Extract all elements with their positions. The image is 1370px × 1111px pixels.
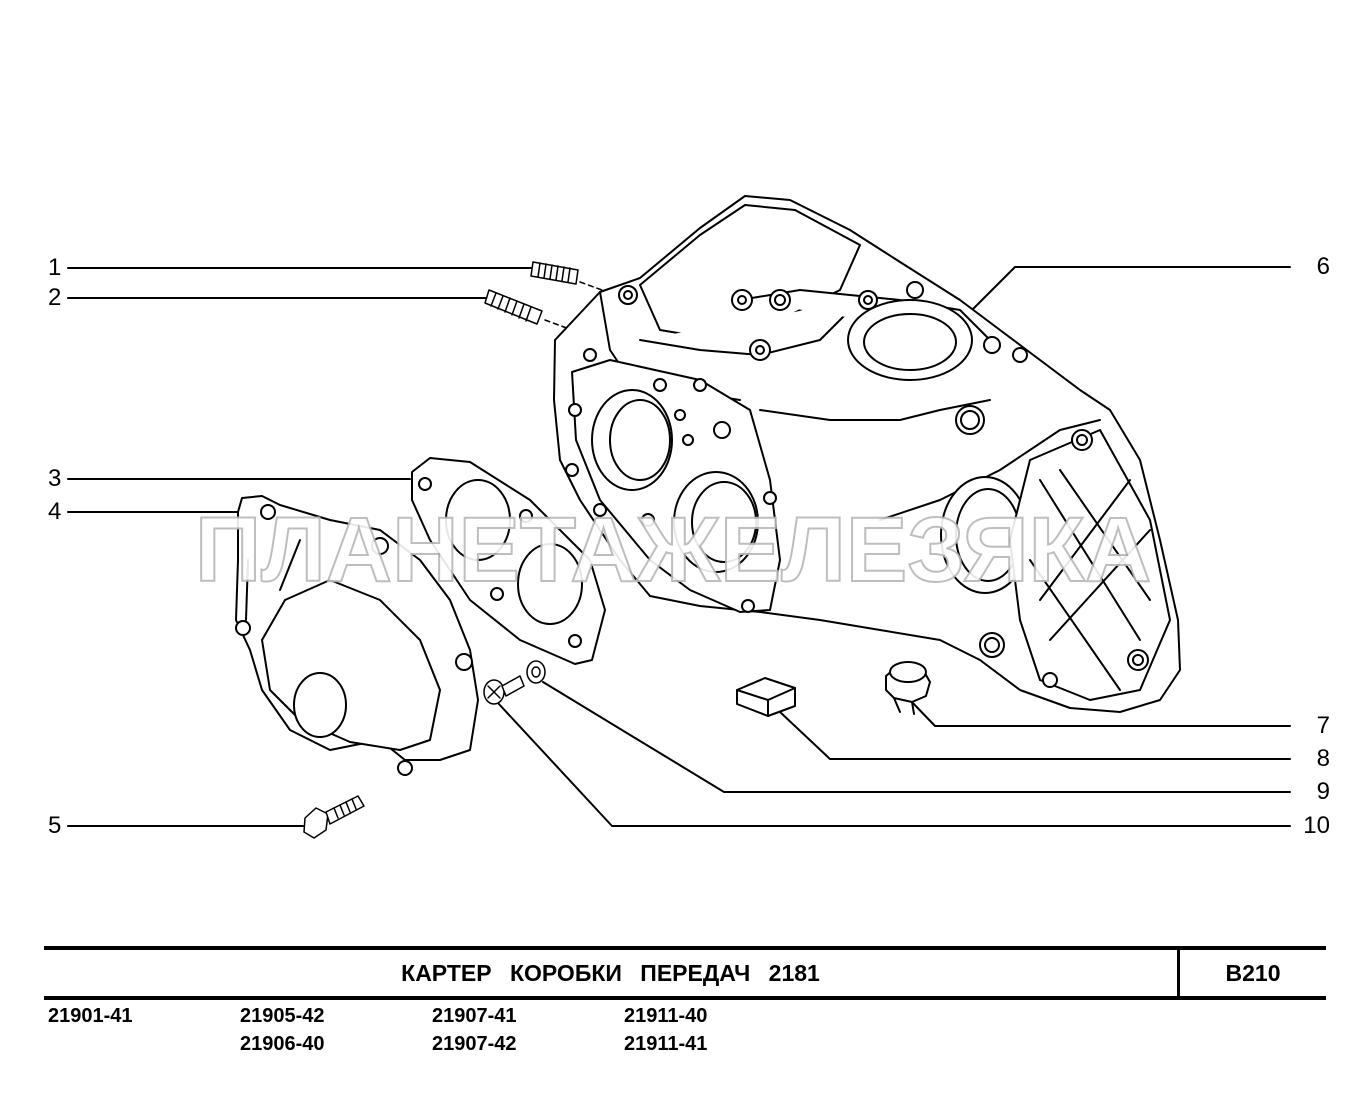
callout-6: 6 [1316, 253, 1330, 280]
stud-1 [530, 261, 603, 291]
variant-code: 21906-40 [240, 1033, 325, 1055]
parts-drawing [67, 195, 1291, 839]
leader-8 [779, 711, 1291, 760]
leader-9 [542, 681, 1291, 793]
title-block: КАРТЕР КОРОБКИ ПЕРЕДАЧ 2181 B210 [44, 946, 1326, 1000]
variant-code: 21911-40 [624, 1005, 708, 1027]
page-code: B210 [1225, 960, 1281, 986]
callout-7: 7 [1316, 712, 1330, 739]
callout-2: 2 [48, 284, 62, 311]
callout-9: 9 [1316, 778, 1330, 805]
leader-10 [497, 702, 1291, 827]
callout-1: 1 [48, 254, 62, 281]
variant-code: 21901-41 [48, 1005, 133, 1027]
gearbox-housing [553, 195, 1181, 713]
variant-code: 21911-41 [624, 1033, 708, 1055]
watermark-text: ПЛАНЕТАЖЕЛЕЗЯКА [194, 498, 1152, 602]
washer-9 [526, 660, 546, 684]
variant-code: 21907-41 [432, 1005, 517, 1027]
page-title: КАРТЕР КОРОБКИ ПЕРЕДАЧ 2181 [401, 960, 820, 986]
callout-4: 4 [48, 498, 62, 525]
leader-6 [969, 266, 1291, 313]
callout-8: 8 [1316, 745, 1330, 772]
callout-3: 3 [48, 465, 62, 492]
magnet-8 [736, 677, 796, 717]
bolt-5 [303, 795, 365, 839]
callout-5: 5 [48, 812, 62, 839]
plug-7 [885, 661, 931, 715]
cover-4 [235, 495, 479, 776]
screw-10 [483, 675, 525, 705]
callout-10: 10 [1303, 812, 1330, 839]
leader-7 [909, 699, 1291, 727]
stud-2 [484, 289, 573, 331]
gasket-3 [411, 457, 606, 665]
variant-code: 21905-42 [240, 1005, 325, 1027]
variant-code: 21907-42 [432, 1033, 517, 1055]
title-divider [1177, 950, 1180, 996]
